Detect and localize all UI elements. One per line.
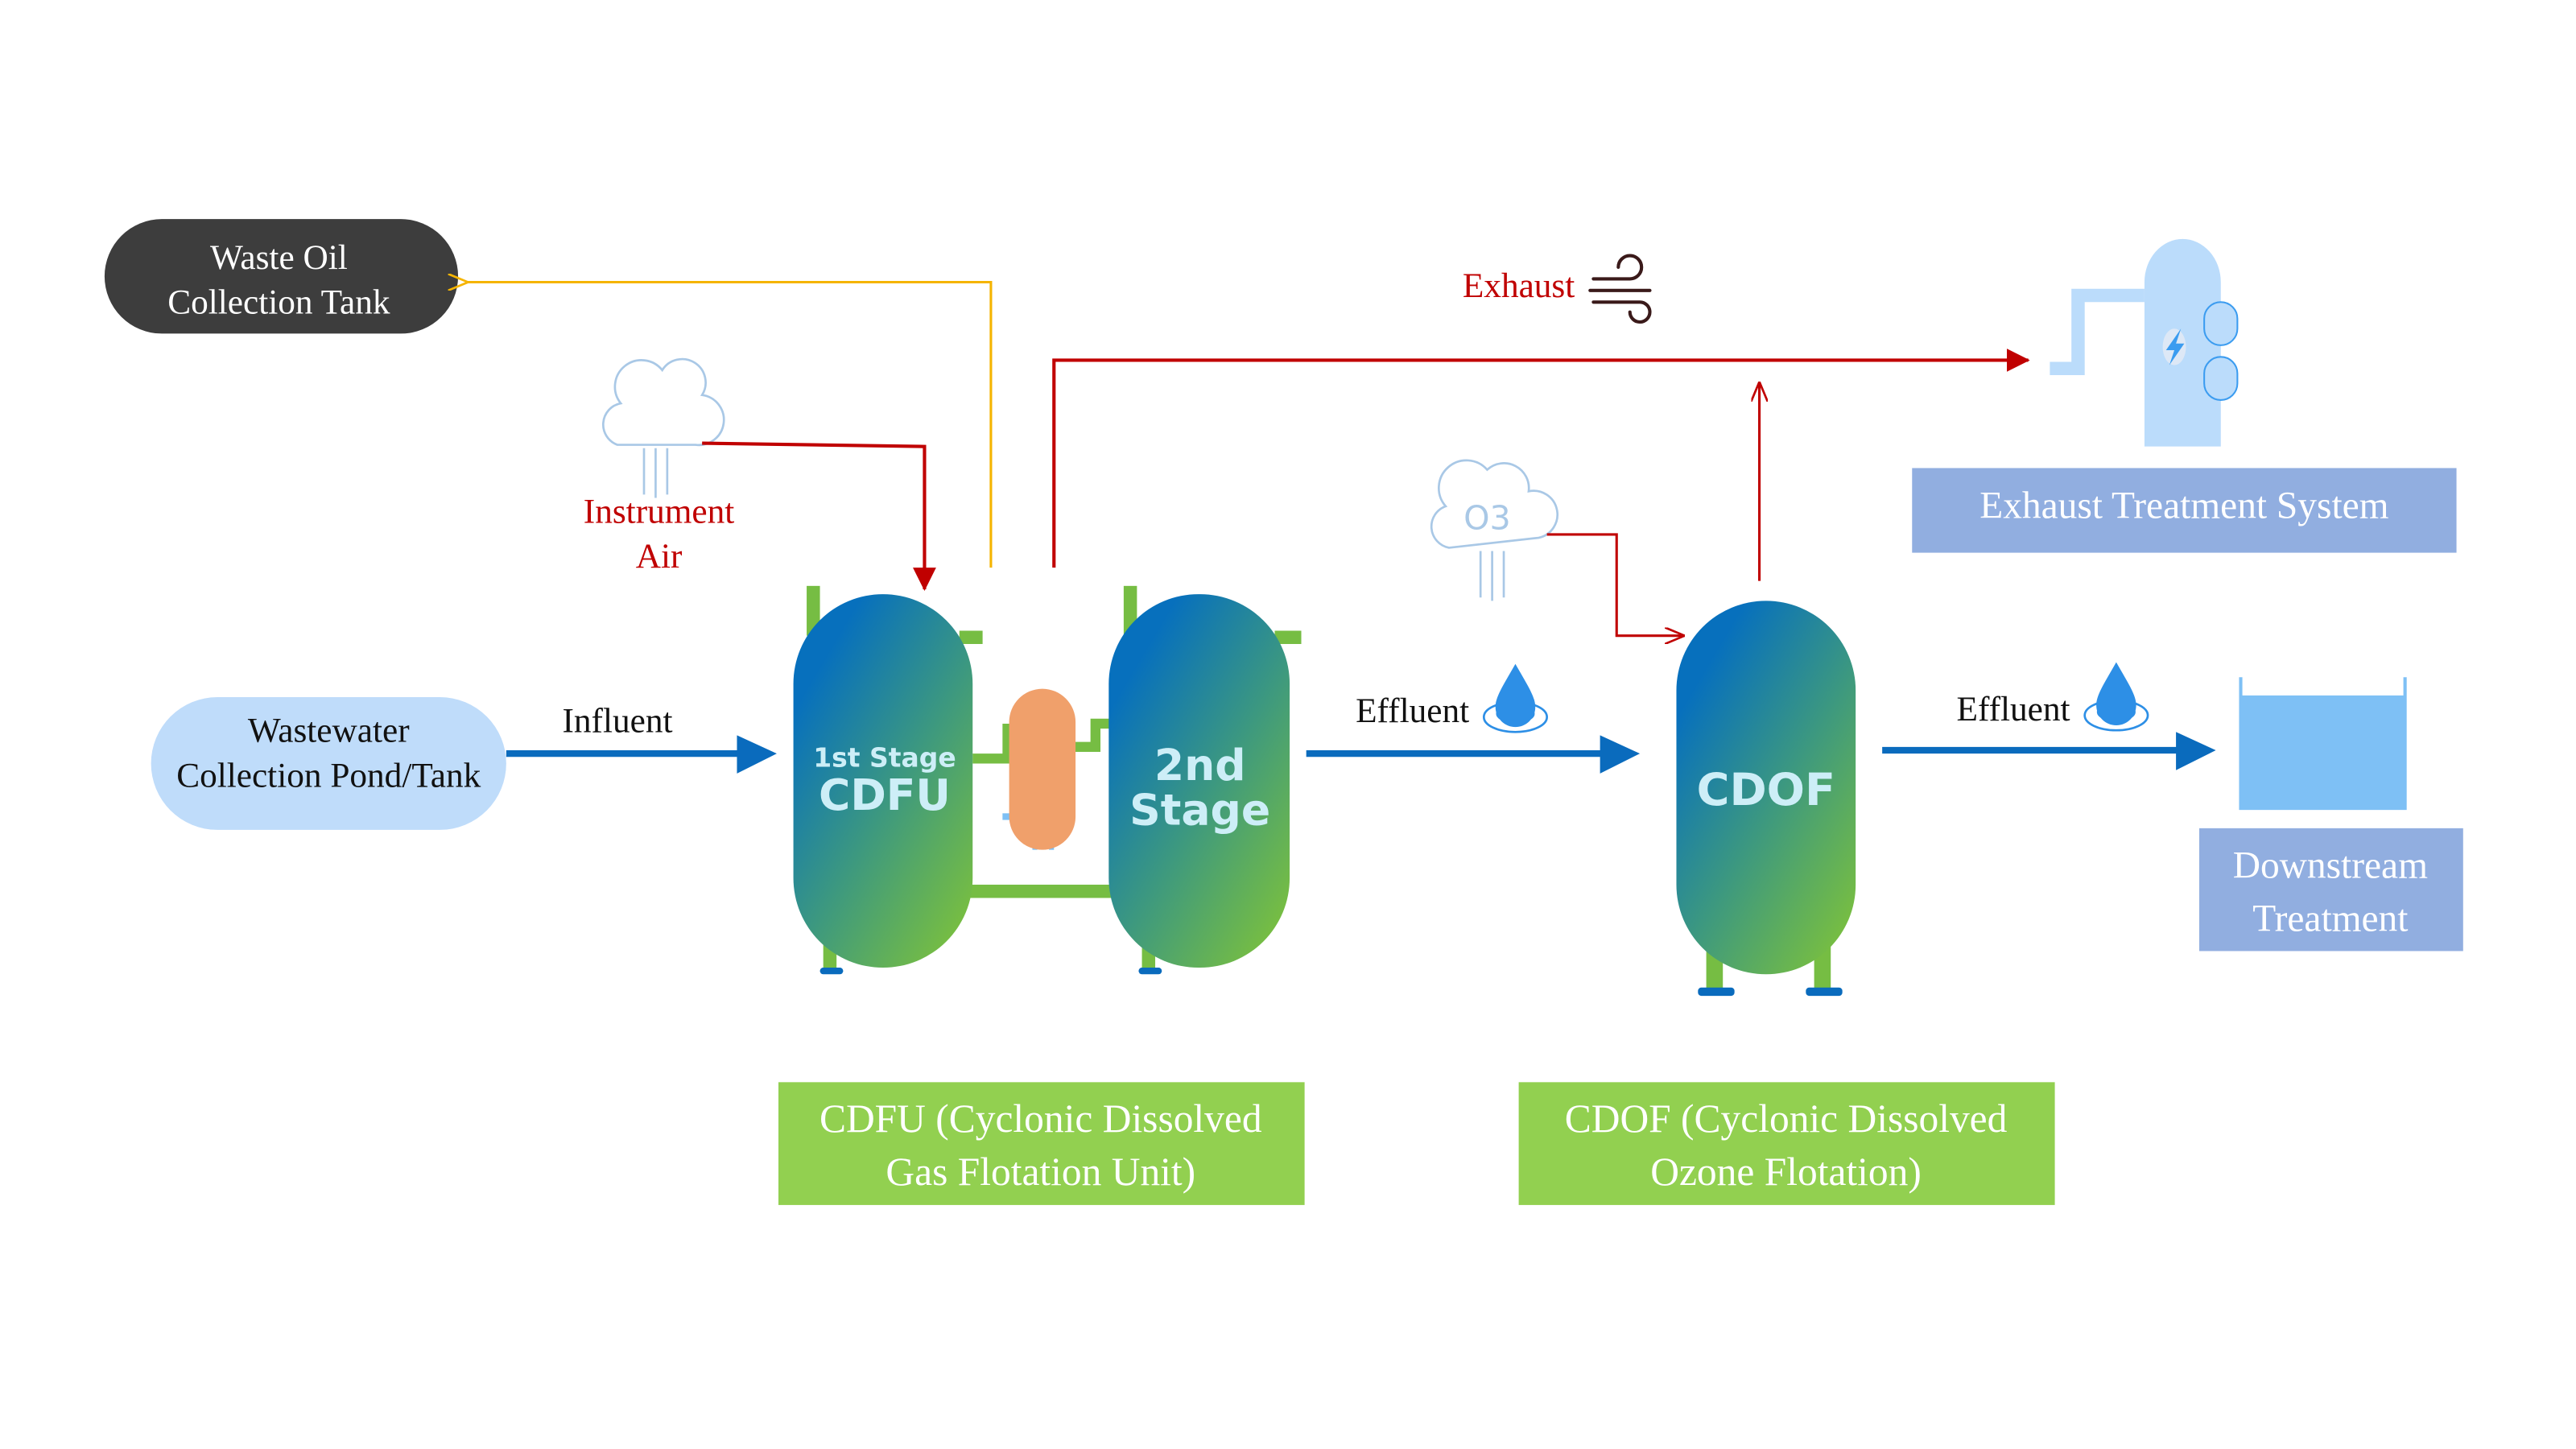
downstream-label-line1: Downstream	[2233, 845, 2428, 887]
downstream-tank-icon	[2239, 677, 2407, 811]
instrument-air-label-line2: Air	[636, 537, 683, 576]
waste-oil-label-line2: Collection Tank	[167, 283, 390, 322]
water-drop-icon	[1482, 663, 1548, 733]
cdfu-caption-line1: CDFU (Cyclonic Dissolved	[819, 1096, 1262, 1141]
exhaust-line	[1052, 348, 2030, 568]
cdfu-stage2-tank	[1108, 594, 1290, 968]
intermediate-vessel	[1002, 688, 1076, 850]
downstream-label-line2: Treatment	[2252, 898, 2408, 940]
wind-icon	[1588, 254, 1652, 324]
cloud-icon	[601, 357, 725, 498]
cdfu-stage1-tank	[793, 594, 973, 968]
cdof-unit: CDOF	[1676, 601, 1856, 997]
cdfu-caption-line2: Gas Flotation Unit)	[886, 1150, 1195, 1194]
effluent-arrowhead-1	[1600, 735, 1641, 774]
ozone-cloud-icon	[1430, 459, 1559, 601]
lightning-icon	[2165, 328, 2185, 365]
cdof-caption-line2: Ozone Flotation)	[1650, 1150, 1922, 1194]
effluent-label-2: Effluent	[1957, 690, 2070, 729]
downstream-treatment-box: Downstream Treatment	[2198, 828, 2463, 952]
ozone-line	[1546, 533, 1685, 636]
wastewater-label-line1: Wastewater	[248, 712, 410, 750]
cdfu-caption: CDFU (Cyclonic Dissolved Gas Flotation U…	[778, 1082, 1305, 1205]
stage2-label-line1: 2nd	[1154, 740, 1246, 791]
water-drop-icon	[2083, 662, 2149, 732]
cdfu-unit: 1st Stage CDFU 2nd Stage	[793, 585, 1302, 975]
cdof-caption: CDOF (Cyclonic Dissolved Ozone Flotation…	[1518, 1082, 2055, 1205]
effluent-label-1: Effluent	[1356, 691, 1469, 730]
exhaust-label: Exhaust	[1463, 266, 1575, 305]
waste-oil-line	[468, 283, 993, 568]
waste-oil-label-line1: Waste Oil	[210, 238, 348, 277]
exhaust-treatment-label: Exhaust Treatment System	[1979, 485, 2388, 526]
wastewater-collection-pond: Wastewater Collection Pond/Tank	[151, 696, 506, 830]
stage1-label-line1: 1st Stage	[813, 742, 956, 774]
influent-label: Influent	[563, 701, 673, 740]
cdof-tank-label: CDOF	[1697, 764, 1835, 816]
instrument-air-label-line1: Instrument	[584, 492, 735, 530]
exhaust-scrubber-icon	[2050, 238, 2239, 447]
stage2-label-line2: Stage	[1129, 785, 1270, 836]
exhaust-treatment-box: Exhaust Treatment System	[1912, 468, 2457, 553]
waste-oil-collection-tank: Waste Oil Collection Tank	[104, 219, 459, 334]
ozone-label: O3	[1463, 499, 1511, 538]
cdof-tank	[1676, 601, 1856, 975]
stage1-label-line2: CDFU	[819, 770, 951, 820]
cdof-caption-line1: CDOF (Cyclonic Dissolved	[1565, 1096, 2008, 1141]
influent-arrowhead	[737, 735, 777, 774]
instrument-air-line	[702, 441, 936, 592]
effluent-arrowhead-2	[2176, 732, 2216, 770]
wastewater-label-line2: Collection Pond/Tank	[176, 756, 481, 795]
